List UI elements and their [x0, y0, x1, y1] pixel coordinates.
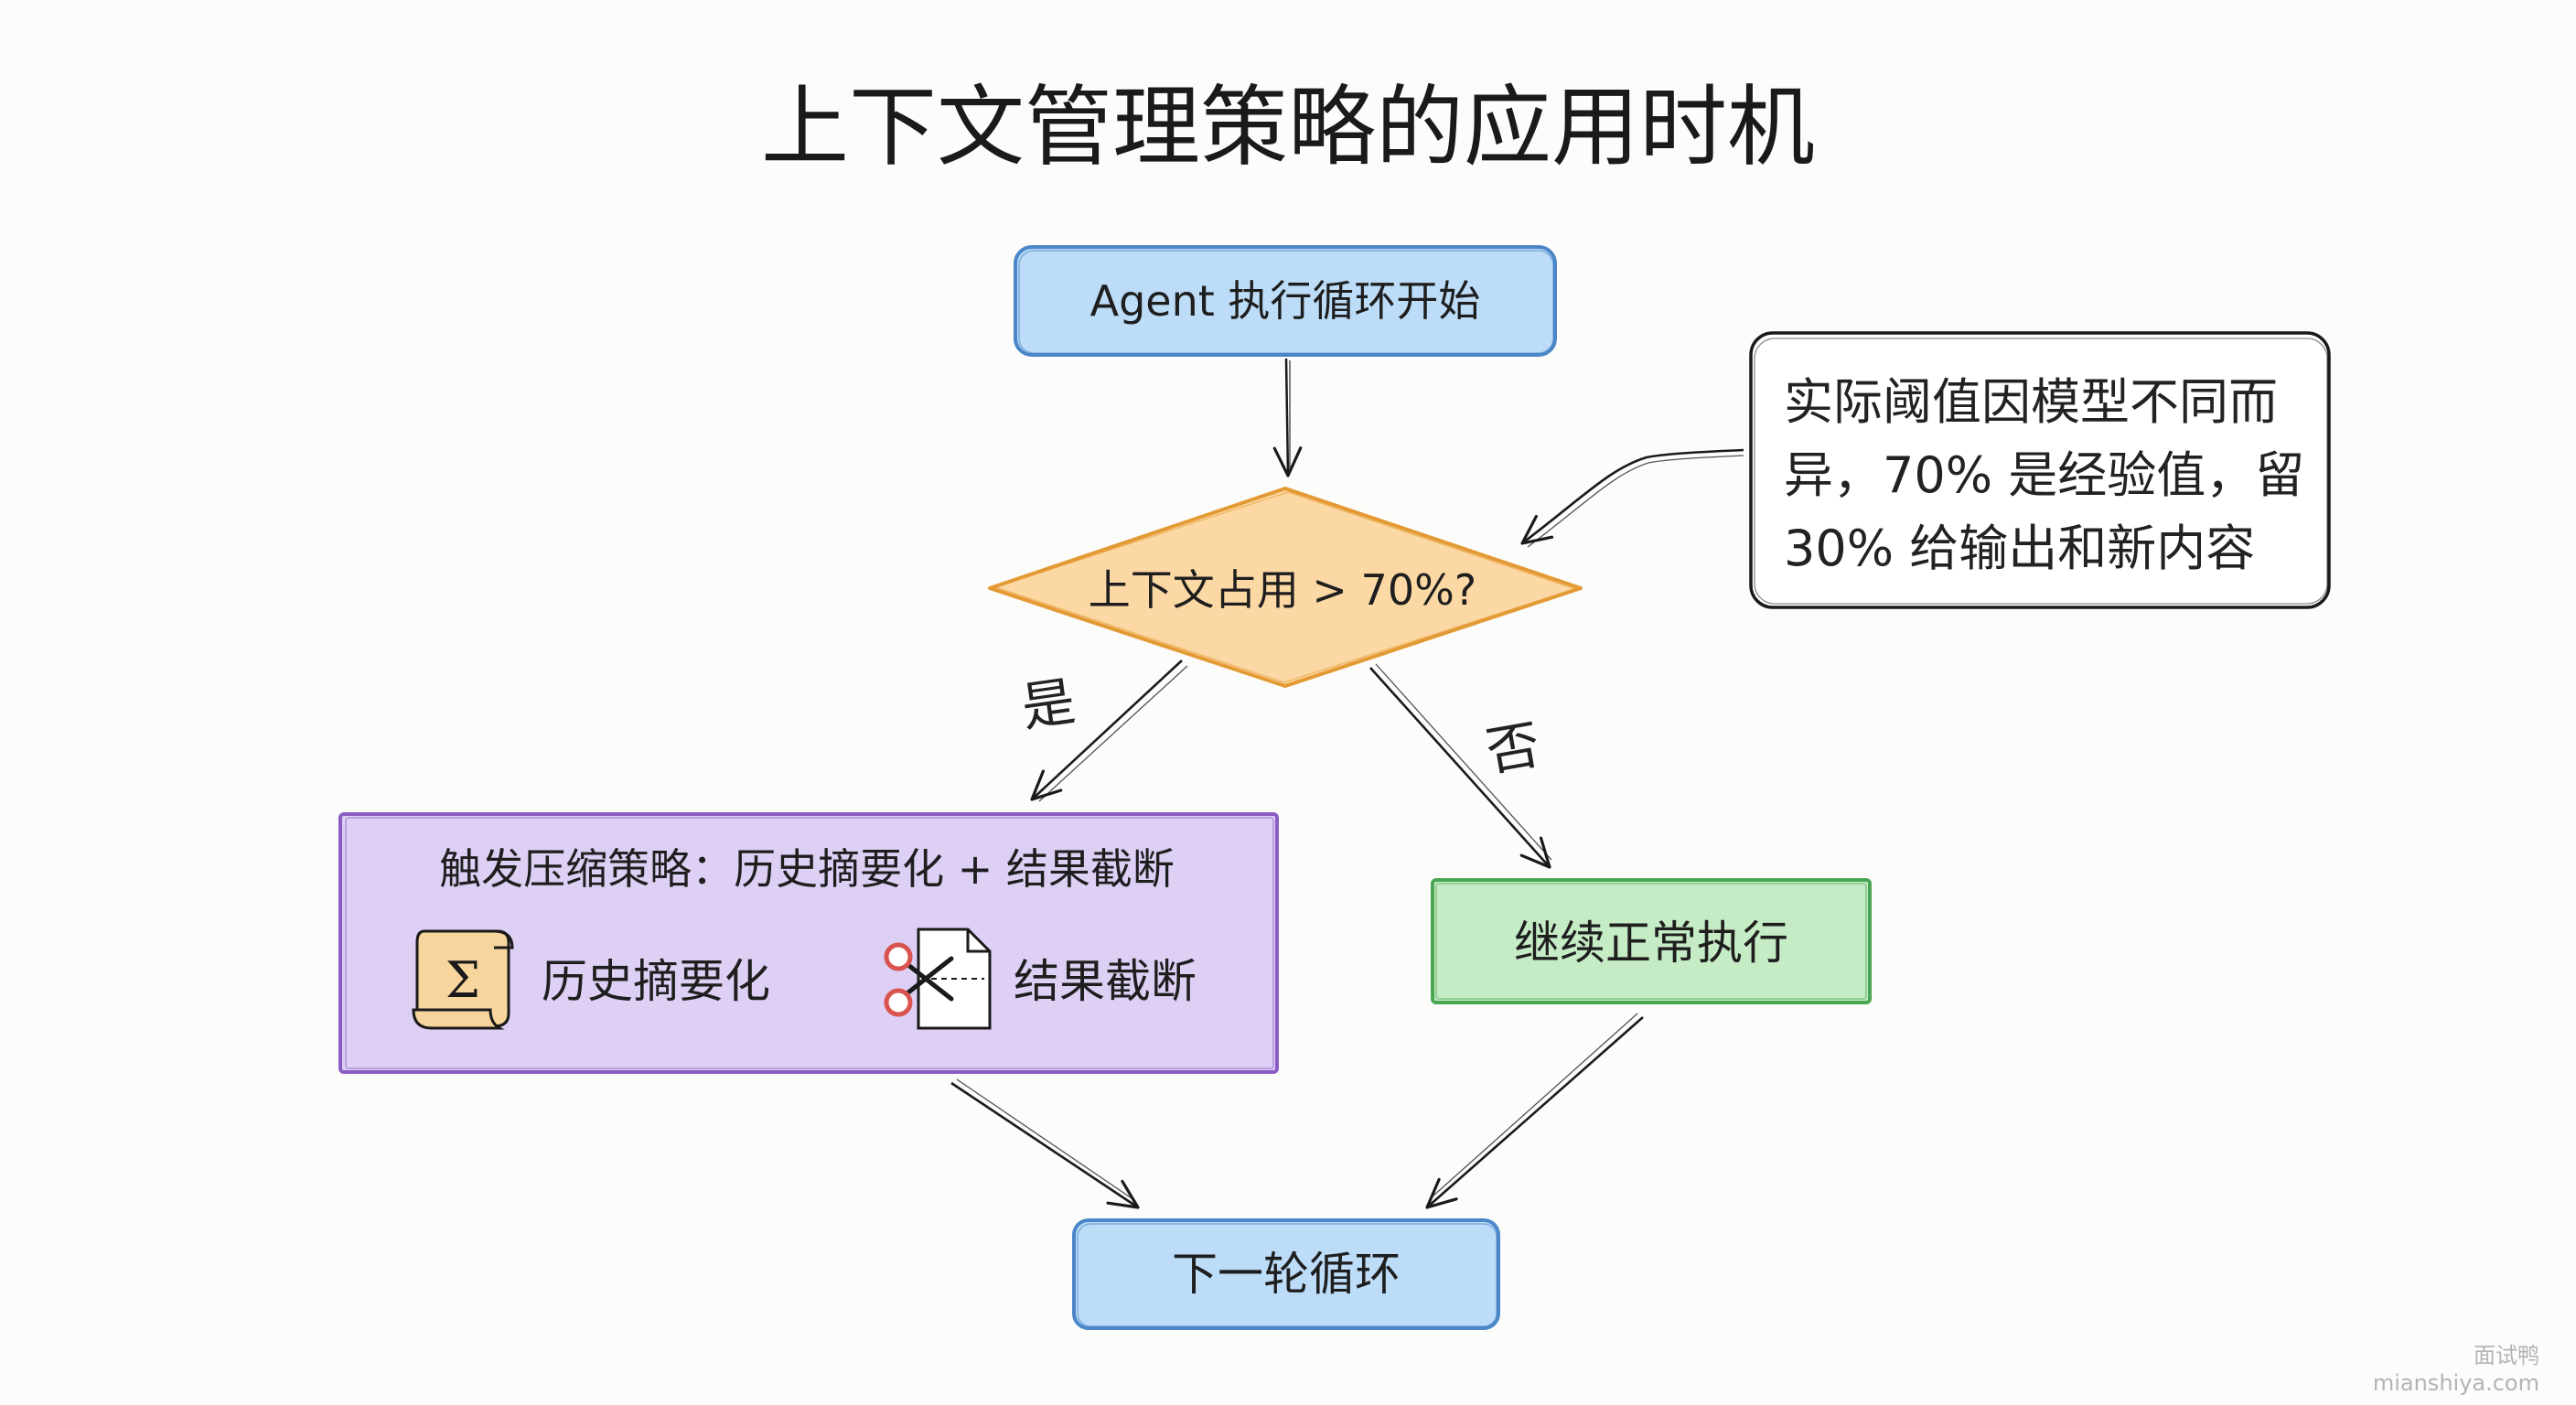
arrow-continue-to-next-sketch — [1432, 1013, 1638, 1197]
start-node: Agent 执行循环开始 — [1014, 245, 1557, 357]
truncate-document-fold — [966, 929, 990, 953]
start-node-box — [1014, 245, 1557, 357]
decision-node: 上下文占用 > 70%? — [988, 487, 1583, 688]
threshold-note-line-1: 实际阈值因模型不同而 — [1784, 373, 2278, 431]
scissors-handle-bottom — [884, 988, 913, 1017]
watermark: 面试鸭 mianshiya.com — [2373, 1343, 2539, 1396]
watermark-line-2: mianshiya.com — [2373, 1370, 2539, 1396]
scissors-handle-top — [884, 942, 913, 971]
threshold-note-sketch-line — [1754, 338, 2328, 605]
threshold-note-box — [1749, 331, 2331, 609]
continue-node: 继续正常执行 — [1431, 878, 1872, 1004]
summary-scroll-curl — [412, 1008, 505, 1030]
arrow-note-to-decision — [1520, 448, 1744, 548]
summary-sigma-glyph: Σ — [445, 951, 480, 1009]
compress-node: 触发压缩策略：历史摘要化 + 结果截断 Σ 历史摘要化 结果截断 — [338, 812, 1279, 1074]
scissors-document-icon — [884, 928, 992, 1030]
threshold-note-line-3: 30% 给输出和新内容 — [1784, 520, 2255, 577]
scissors-blade-2 — [897, 956, 954, 1002]
next-loop-node-sketch-line — [1077, 1223, 1497, 1327]
continue-node-sketch-line — [1435, 883, 1867, 1000]
arrow-no-line — [1369, 667, 1551, 869]
continue-node-label: 继续正常执行 — [1514, 917, 1788, 970]
decision-node-diamond — [988, 487, 1583, 688]
arrow-no: 否 — [1369, 663, 1552, 869]
next-loop-node-box — [1072, 1218, 1500, 1330]
threshold-note-line-2: 异，70% 是经验值，留 — [1784, 446, 2304, 504]
summary-item-label: 历史摘要化 — [542, 955, 770, 1008]
next-loop-node: 下一轮循环 — [1072, 1218, 1500, 1330]
arrow-no-sketch — [1375, 663, 1552, 861]
compress-node-title: 触发压缩策略：历史摘要化 + 结果截断 — [439, 844, 1175, 894]
arrow-yes: 是 — [1018, 660, 1188, 802]
continue-node-box — [1431, 878, 1872, 1004]
summary-scroll-icon: Σ — [412, 929, 514, 1030]
arrow-note-to-decision-sketch — [1527, 455, 1744, 548]
arrow-yes-line — [1030, 660, 1183, 801]
diagram-title: 上下文管理策略的应用时机 — [761, 76, 1815, 178]
arrow-yes-sketch — [1038, 665, 1188, 802]
start-node-label: Agent 执行循环开始 — [1090, 276, 1481, 326]
arrow-continue-to-next-line — [1425, 1016, 1644, 1209]
compress-node-box — [338, 812, 1279, 1074]
arrow-continue-to-next — [1425, 1013, 1644, 1209]
start-node-sketch-line — [1018, 250, 1554, 354]
no-label: 否 — [1482, 713, 1545, 783]
arrow-start-to-decision-line — [1272, 358, 1303, 477]
decision-node-sketch-line — [993, 491, 1578, 683]
arrow-compress-to-next-line — [950, 1081, 1140, 1209]
arrow-compress-to-next-sketch — [956, 1078, 1135, 1201]
next-loop-node-label: 下一轮循环 — [1172, 1248, 1401, 1301]
compress-node-sketch-line — [345, 817, 1274, 1069]
arrow-note-to-decision-line — [1520, 448, 1744, 545]
threshold-note: 实际阈值因模型不同而 异，70% 是经验值，留 30% 给输出和新内容 — [1749, 331, 2331, 609]
yes-label: 是 — [1018, 670, 1079, 738]
arrow-start-to-decision — [1272, 358, 1303, 477]
decision-node-label: 上下文占用 > 70%? — [1089, 565, 1476, 615]
watermark-line-1: 面试鸭 — [2474, 1343, 2539, 1368]
arrow-compress-to-next — [950, 1078, 1140, 1209]
truncate-item-label: 结果截断 — [1014, 955, 1197, 1008]
summary-scroll-top-curl — [493, 929, 514, 949]
